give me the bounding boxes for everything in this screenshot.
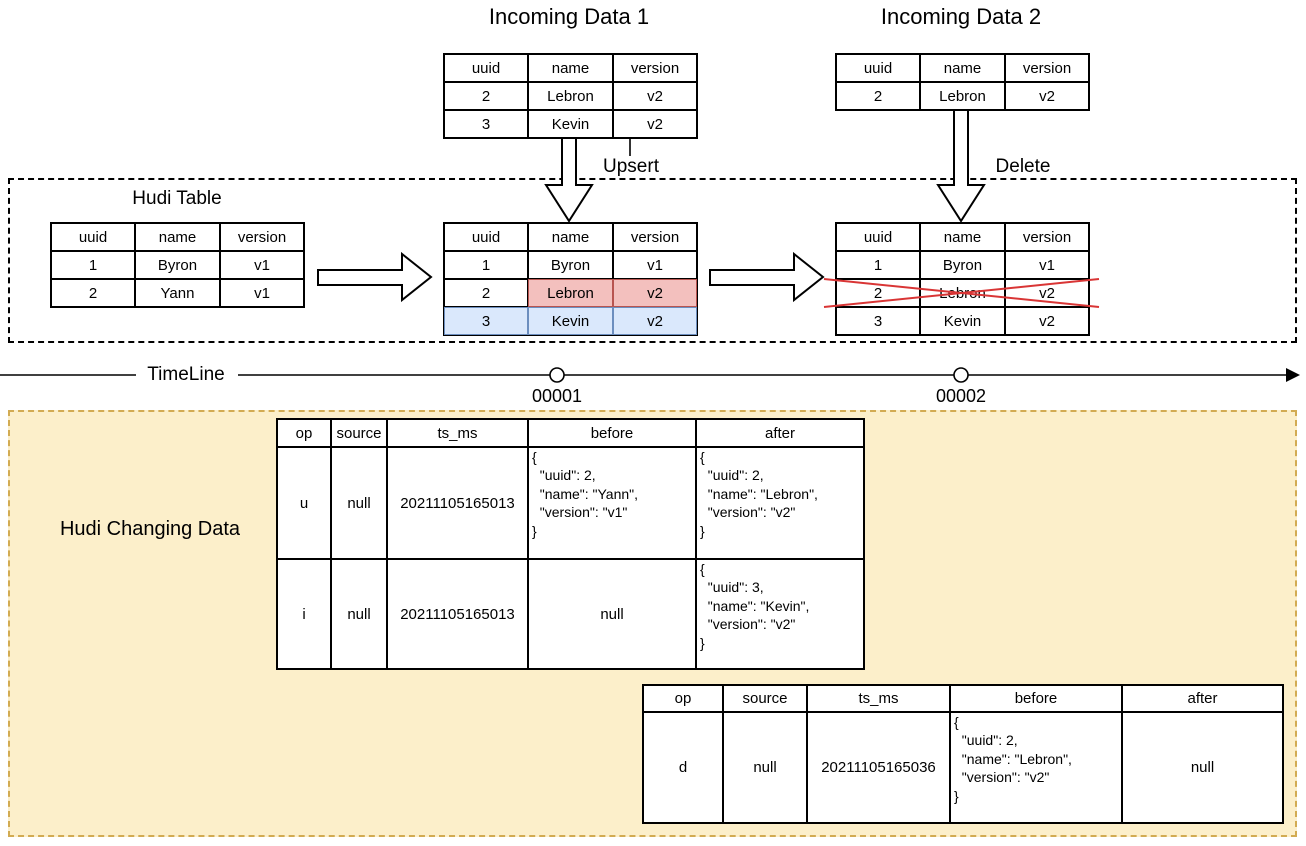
deleted-cell: 2 bbox=[836, 279, 920, 307]
table-cell: Byron bbox=[135, 251, 220, 279]
header-cell: before bbox=[950, 685, 1122, 712]
incoming-data-2-title: Incoming Data 2 bbox=[880, 4, 1042, 29]
after-cell: { "uuid": 2, "name": "Lebron", "version"… bbox=[696, 447, 864, 559]
inserted-cell: Kevin bbox=[528, 307, 613, 335]
table-cell: 1 bbox=[444, 251, 528, 279]
timeline-arrowhead-icon bbox=[1286, 368, 1300, 382]
header-cell: name bbox=[528, 54, 613, 82]
header-cell: version bbox=[613, 223, 697, 251]
ts-cell: 20211105165013 bbox=[387, 559, 528, 669]
source-cell: null bbox=[723, 712, 807, 823]
hudi-after-delete-table: uuid name version 1 Byron v1 2 Lebron v2… bbox=[835, 222, 1090, 336]
header-cell: uuid bbox=[444, 223, 528, 251]
deleted-cell: Lebron bbox=[920, 279, 1005, 307]
header-cell: version bbox=[220, 223, 304, 251]
table-cell: 2 bbox=[51, 279, 135, 307]
header-cell: before bbox=[528, 419, 696, 447]
incoming-data-2-table: uuid name version 2 Lebron v2 bbox=[835, 53, 1090, 111]
header-cell: version bbox=[1005, 223, 1089, 251]
timeline-label: TimeLine bbox=[147, 364, 225, 385]
table-cell: v2 bbox=[613, 110, 697, 138]
header-cell: name bbox=[135, 223, 220, 251]
header-cell: op bbox=[643, 685, 723, 712]
after-cell: null bbox=[1122, 712, 1283, 823]
header-cell: name bbox=[920, 54, 1005, 82]
table-cell: v1 bbox=[1005, 251, 1089, 279]
header-cell: version bbox=[613, 54, 697, 82]
header-cell: after bbox=[1122, 685, 1283, 712]
header-cell: source bbox=[723, 685, 807, 712]
header-cell: ts_ms bbox=[807, 685, 950, 712]
header-cell: uuid bbox=[444, 54, 528, 82]
header-cell: version bbox=[1005, 54, 1089, 82]
after-cell: { "uuid": 3, "name": "Kevin", "version":… bbox=[696, 559, 864, 669]
table-cell: 2 bbox=[444, 279, 528, 307]
table-cell: Byron bbox=[920, 251, 1005, 279]
table-cell: v2 bbox=[613, 82, 697, 110]
delete-label: Delete bbox=[995, 156, 1051, 177]
upsert-label: Upsert bbox=[603, 156, 659, 177]
updated-cell: v2 bbox=[613, 279, 697, 307]
header-cell: uuid bbox=[51, 223, 135, 251]
source-cell: null bbox=[331, 447, 387, 559]
hudi-after-upsert-table: uuid name version 1 Byron v1 2 Lebron v2… bbox=[443, 222, 698, 336]
inserted-cell: v2 bbox=[613, 307, 697, 335]
header-cell: source bbox=[331, 419, 387, 447]
incoming-data-1-title: Incoming Data 1 bbox=[488, 4, 650, 29]
changing-data-table-1: op source ts_ms before after u null 2021… bbox=[276, 418, 865, 670]
header-cell: name bbox=[920, 223, 1005, 251]
table-cell: Yann bbox=[135, 279, 220, 307]
ts-cell: 20211105165036 bbox=[807, 712, 950, 823]
table-cell: 3 bbox=[836, 307, 920, 335]
hudi-initial-table: uuid name version 1 Byron v1 2 Yann v1 bbox=[50, 222, 305, 308]
table-cell: v1 bbox=[613, 251, 697, 279]
timeline-instant-1-marker bbox=[549, 367, 565, 383]
deleted-cell: v2 bbox=[1005, 279, 1089, 307]
table-cell: Lebron bbox=[528, 82, 613, 110]
header-cell: uuid bbox=[836, 223, 920, 251]
table-cell: 2 bbox=[836, 82, 920, 110]
table-cell: 1 bbox=[836, 251, 920, 279]
inserted-cell: 3 bbox=[444, 307, 528, 335]
table-cell: 2 bbox=[444, 82, 528, 110]
hudi-changing-data-label: Hudi Changing Data bbox=[59, 518, 241, 540]
ts-cell: 20211105165013 bbox=[387, 447, 528, 559]
op-cell: u bbox=[277, 447, 331, 559]
table-cell: v1 bbox=[220, 251, 304, 279]
timeline-instant-1-label: 00001 bbox=[531, 386, 583, 406]
table-cell: v2 bbox=[1005, 307, 1089, 335]
hudi-table-label: Hudi Table bbox=[132, 188, 222, 209]
table-cell: Kevin bbox=[528, 110, 613, 138]
source-cell: null bbox=[331, 559, 387, 669]
timeline-instant-2-label: 00002 bbox=[935, 386, 987, 406]
header-cell: after bbox=[696, 419, 864, 447]
op-cell: d bbox=[643, 712, 723, 823]
before-cell: { "uuid": 2, "name": "Yann", "version": … bbox=[528, 447, 696, 559]
header-cell: ts_ms bbox=[387, 419, 528, 447]
hudi-table-container bbox=[8, 178, 1297, 343]
updated-cell: Lebron bbox=[528, 279, 613, 307]
table-cell: Kevin bbox=[920, 307, 1005, 335]
changing-data-table-2: op source ts_ms before after d null 2021… bbox=[642, 684, 1284, 824]
table-cell: Lebron bbox=[920, 82, 1005, 110]
before-cell: { "uuid": 2, "name": "Lebron", "version"… bbox=[950, 712, 1122, 823]
op-cell: i bbox=[277, 559, 331, 669]
table-cell: Byron bbox=[528, 251, 613, 279]
timeline-instant-2-marker bbox=[953, 367, 969, 383]
table-cell: 3 bbox=[444, 110, 528, 138]
header-cell: uuid bbox=[836, 54, 920, 82]
table-cell: v1 bbox=[220, 279, 304, 307]
header-cell: op bbox=[277, 419, 331, 447]
incoming-data-1-table: uuid name version 2 Lebron v2 3 Kevin v2 bbox=[443, 53, 698, 139]
table-cell: 1 bbox=[51, 251, 135, 279]
table-cell: v2 bbox=[1005, 82, 1089, 110]
before-cell: null bbox=[528, 559, 696, 669]
header-cell: name bbox=[528, 223, 613, 251]
